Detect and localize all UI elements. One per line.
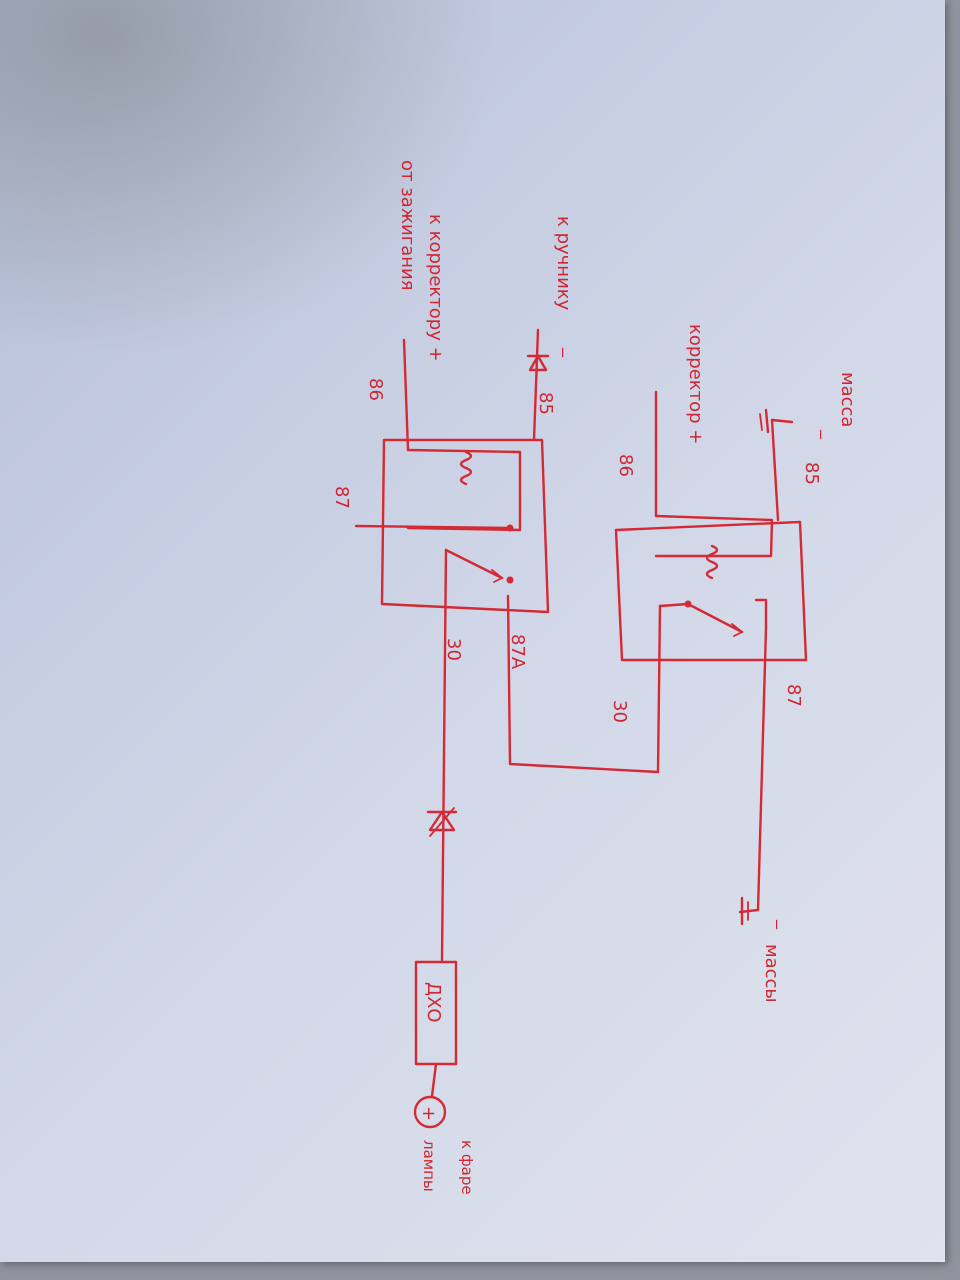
label-minus-top: _ [819, 429, 840, 440]
plus-terminal-circle [413, 1095, 447, 1129]
ground-symbol-top-2 [759, 413, 763, 431]
relay-right-housing [614, 520, 808, 662]
label-pin30-left: 30 [443, 638, 464, 661]
label-pin85-left: 85 [535, 392, 556, 415]
relay-left-switch-arm [444, 548, 504, 580]
dho-to-plus-wire [430, 1062, 438, 1098]
label-pin30-right: 30 [609, 700, 630, 723]
relay-left-wire-30 [440, 548, 448, 962]
label-pin86-left: 86 [365, 378, 386, 401]
paper-sheet [0, 0, 945, 1262]
plus-terminal-label: + [418, 1106, 439, 1121]
relay-left-housing [380, 438, 550, 614]
label-pin85-right: 85 [801, 462, 822, 485]
label-massa-bottom: массы [761, 944, 782, 1003]
ground-symbol-top-1 [764, 408, 770, 434]
label-pin86-right: 86 [615, 454, 636, 477]
relay-left-wire-86 [402, 338, 410, 452]
label-minus-bottom: _ [775, 919, 796, 930]
label-minus-ruchnik: _ [561, 347, 582, 358]
label-k-ruchniku: к ручнику [553, 216, 574, 311]
label-k-korrektoru: к корректору + [425, 214, 446, 362]
shadow-overlay [0, 0, 500, 360]
relay-left-wire-87 [354, 524, 512, 530]
label-pin87-right: 87 [783, 684, 804, 707]
relay-left [354, 328, 550, 962]
label-k-fare: к фаре [458, 1140, 476, 1195]
relay-right-switch-lead [658, 602, 690, 608]
relay-right [614, 390, 808, 926]
relay-right-ground-lead [770, 418, 794, 424]
label-ot-zazhiganiya: от зажигания [397, 160, 418, 291]
relay-right-wire-85 [770, 418, 780, 522]
relay-left-coil [459, 450, 473, 486]
diode-ruchnik [528, 354, 548, 372]
diode-drl [426, 807, 458, 837]
relay-right-wire-87 [756, 626, 768, 912]
relay-link-wire [506, 594, 660, 774]
relay-left-wire-85 [532, 328, 540, 442]
label-pin87-left: 87 [331, 486, 352, 509]
relay-right-coil [705, 544, 719, 580]
relay-right-switch-arm [686, 602, 744, 634]
label-massa-top: массa [837, 372, 858, 427]
relay-right-coil-frame [654, 514, 774, 558]
relay-right-87-contact [754, 598, 768, 630]
relay-right-wire-30 [656, 604, 662, 774]
label-pin87a-left: 87А [507, 634, 528, 670]
relay-left-arrow [491, 569, 504, 583]
relay-left-coil-frame [406, 448, 522, 532]
dho-box-label: ДХО [423, 982, 444, 1023]
relay-right-arrow [731, 623, 744, 637]
relay-left-contact-87a-dot [506, 576, 514, 584]
label-korrektor-plus-right: корректор + [685, 324, 706, 444]
label-k-lampam: лампы [420, 1140, 438, 1192]
